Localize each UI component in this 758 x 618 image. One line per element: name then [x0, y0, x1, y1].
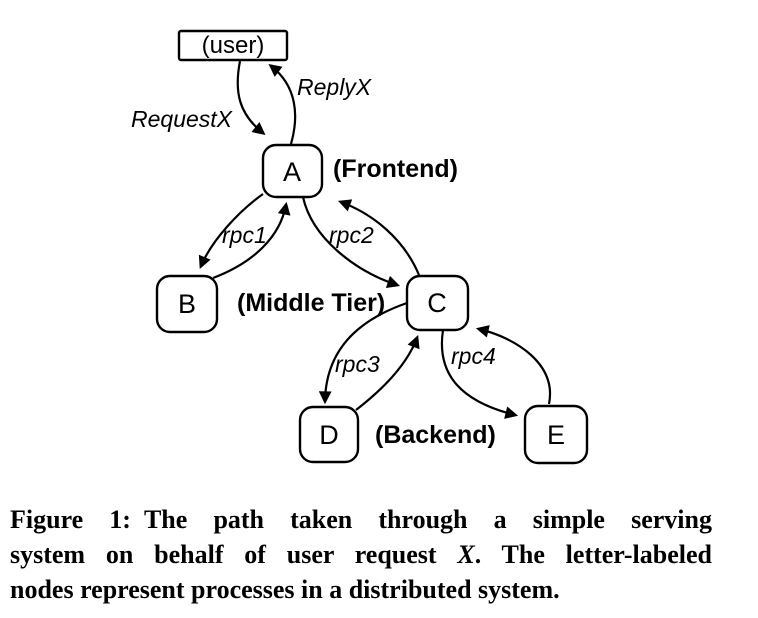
node-b-box [155, 274, 219, 334]
edge-rpc3-d-to-c [355, 335, 420, 411]
node-a-box [261, 143, 324, 199]
caption-line-2: system on behalf of user request X. The … [10, 537, 712, 572]
edge-rpc2-a-to-c [301, 196, 401, 289]
edge-rpc1-b-to-a [212, 201, 291, 280]
edge-rpc4-c-to-e [440, 329, 519, 419]
edge-rpc3-c-to-d [318, 301, 408, 405]
node-e-box [523, 404, 589, 465]
edge-rpc1-a-to-b [198, 193, 264, 269]
edge-label-rpc2: rpc2 [329, 222, 374, 248]
node-user-box [177, 29, 289, 62]
edge-label-requestx: RequestX [131, 106, 234, 132]
edge-label-rpc3: rpc3 [335, 351, 380, 377]
caption-figure-label: Figure 1: [10, 505, 131, 534]
edge-reply-a-to-user [268, 64, 297, 145]
node-c-box [405, 274, 470, 332]
edge-rpc2-c-to-a [338, 199, 421, 276]
node-e-label: E [547, 420, 565, 450]
node-d-box [298, 405, 360, 464]
serving-system-diagram: (user) A B C D E (Frontend) (Middle Tier… [131, 29, 589, 465]
node-a-label: A [283, 157, 301, 187]
edge-label-replyx: ReplyX [297, 74, 373, 100]
figure-diagram: (user) A B C D E (Frontend) (Middle Tier… [131, 29, 589, 465]
caption-line-3: nodes represent processes in a distribut… [10, 572, 712, 607]
figure-caption: Figure 1: The path taken through a simple… [10, 502, 712, 607]
caption-line-1: Figure 1: The path taken through a simple… [10, 502, 712, 537]
tier-label-backend: (Backend) [375, 421, 496, 449]
node-user-label: (user) [202, 32, 265, 59]
edge-label-rpc1: rpc1 [222, 222, 267, 248]
caption-line-1-text: The path taken through a simple serving [143, 505, 712, 534]
caption-request-x: X [457, 540, 475, 569]
caption-line-3-text: nodes represent processes in a distribut… [10, 575, 560, 604]
caption-line-2-pre: system on behalf of user request [10, 540, 458, 569]
node-b-label: B [178, 289, 196, 319]
caption-line-2-post: . The letter-labeled [474, 540, 712, 569]
tier-label-middle-tier: (Middle Tier) [237, 289, 385, 317]
node-c-label: C [427, 288, 447, 318]
tier-label-frontend: (Frontend) [333, 155, 458, 183]
edge-request-user-to-a [236, 60, 266, 135]
node-d-label: D [319, 420, 339, 450]
edge-rpc4-e-to-c [475, 325, 552, 405]
edge-label-rpc4: rpc4 [451, 343, 496, 369]
